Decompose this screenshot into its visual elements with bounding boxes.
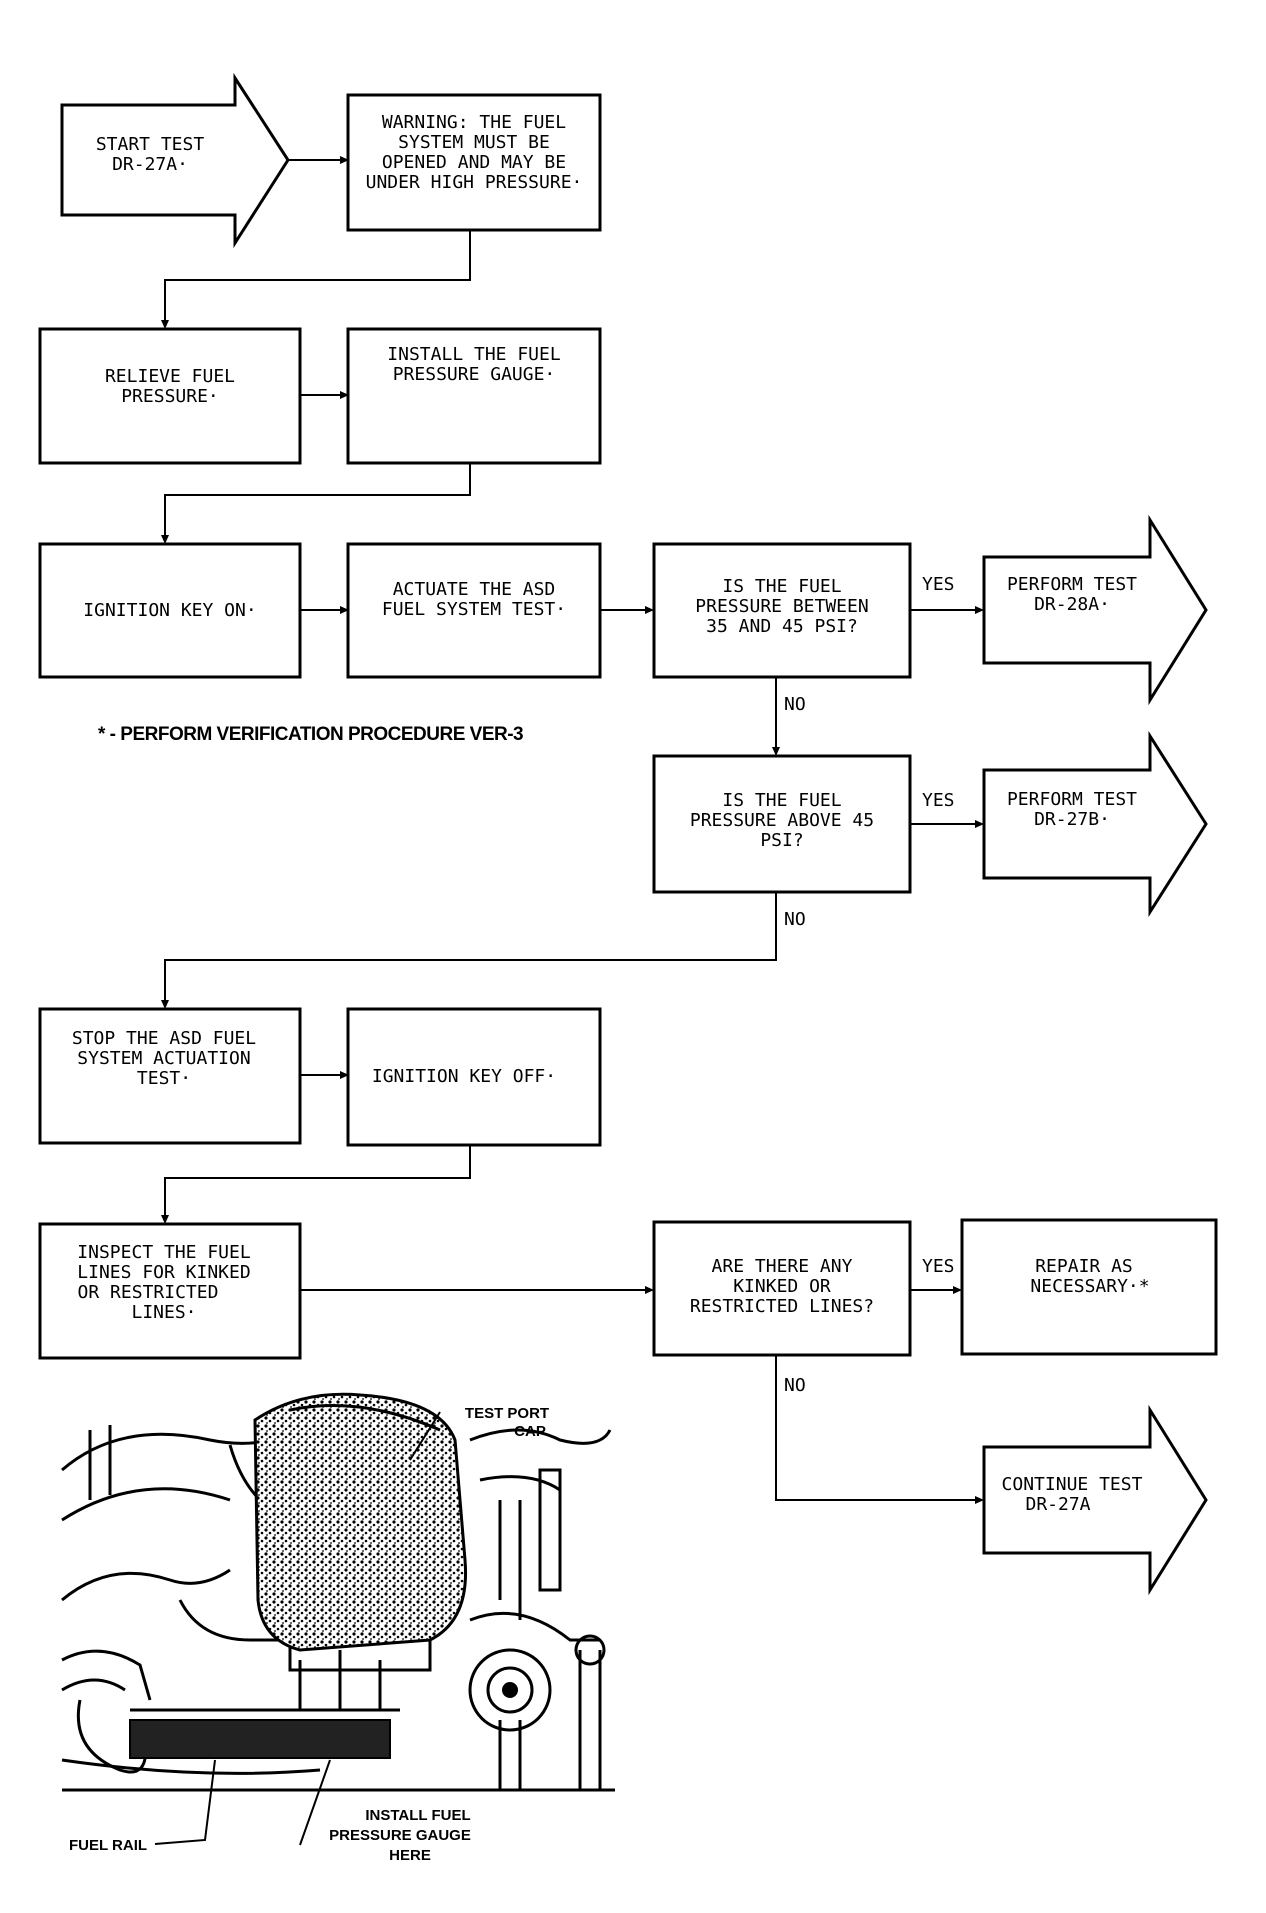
pressure-above-question: IS THE FUEL PRESSURE ABOVE 45 PSI?: [652, 754, 912, 894]
inspect-text: OR RESTRICTED: [78, 1282, 219, 1303]
yes-label: YES: [922, 574, 955, 595]
continue-text: DR-27A: [1025, 1494, 1090, 1515]
stop-asd-node: STOP THE ASD FUEL SYSTEM ACTUATION TEST·: [38, 1007, 302, 1145]
inspect-text: LINES FOR KINKED: [77, 1262, 250, 1283]
warning-text: UNDER HIGH PRESSURE·: [366, 172, 583, 193]
test-port-cap-label: TEST PORT: [465, 1405, 549, 1422]
actuate-text: ACTUATE THE ASD: [393, 579, 556, 600]
continue-text: CONTINUE TEST: [1002, 1474, 1143, 1495]
start-text: START TEST: [96, 134, 205, 155]
warning-text: SYSTEM MUST BE: [398, 132, 550, 153]
continue-test-node: CONTINUE TEST DR-27A: [982, 1404, 1208, 1596]
question-text: KINKED OR: [733, 1276, 831, 1297]
warning-node: WARNING: THE FUEL SYSTEM MUST BE OPENED …: [346, 93, 602, 232]
footnote: * - PERFORM VERIFICATION PROCEDURE VER-3: [98, 724, 523, 745]
yes-label: YES: [922, 1256, 955, 1277]
question-text: PRESSURE BETWEEN: [695, 596, 868, 617]
stop-asd-text: SYSTEM ACTUATION: [77, 1048, 250, 1069]
stop-asd-text: TEST·: [137, 1068, 191, 1089]
question-text: IS THE FUEL: [722, 790, 841, 811]
ignition-off-text: IGNITION KEY OFF·: [372, 1066, 556, 1087]
branch-labels: YES YES YES NO NO NO: [784, 574, 955, 1396]
start-node: START TEST DR-27A·: [60, 72, 290, 249]
stop-asd-text: STOP THE ASD FUEL: [72, 1028, 256, 1049]
relieve-text: PRESSURE·: [121, 386, 219, 407]
install-gauge-here-label: INSTALL FUEL: [365, 1807, 470, 1824]
warning-text: WARNING: THE FUEL: [382, 112, 566, 133]
repair-text: REPAIR AS: [1035, 1256, 1133, 1277]
question-text: 35 AND 45 PSI?: [706, 616, 858, 637]
pressure-between-question: IS THE FUEL PRESSURE BETWEEN 35 AND 45 P…: [652, 542, 912, 679]
kinked-lines-question: ARE THERE ANY KINKED OR RESTRICTED LINES…: [652, 1220, 912, 1357]
question-text: ARE THERE ANY: [712, 1256, 853, 1277]
relieve-text: RELIEVE FUEL: [105, 366, 235, 387]
perform-test-text: DR-28A·: [1034, 594, 1110, 615]
perform-test-text: DR-27B·: [1034, 809, 1110, 830]
no-label: NO: [784, 909, 806, 930]
question-text: PSI?: [760, 830, 803, 851]
test-port-cap-cover: [253, 1392, 468, 1652]
install-gauge-here-label: HERE: [389, 1847, 431, 1864]
fuel-rail-illustration: TEST PORT CAP INSTALL FUEL PRESSURE GAUG…: [61, 1392, 615, 1864]
warning-text: OPENED AND MAY BE: [382, 152, 566, 173]
perform-test-text: PERFORM TEST: [1007, 789, 1137, 810]
test-port-cap-label: CAP: [514, 1423, 546, 1440]
ignition-off-node: IGNITION KEY OFF·: [346, 1007, 602, 1147]
question-text: PRESSURE ABOVE 45: [690, 810, 874, 831]
actuate-node: ACTUATE THE ASD FUEL SYSTEM TEST·: [346, 542, 602, 679]
question-text: IS THE FUEL: [722, 576, 841, 597]
install-gauge-node: INSTALL THE FUEL PRESSURE GAUGE·: [346, 327, 602, 465]
ignition-on-node: IGNITION KEY ON·: [38, 542, 302, 679]
inspect-text: INSPECT THE FUEL: [77, 1242, 251, 1263]
no-label: NO: [784, 1375, 806, 1396]
perform-test-27b-node: PERFORM TEST DR-27B·: [982, 730, 1208, 918]
perform-test-28a-node: PERFORM TEST DR-28A·: [982, 514, 1208, 706]
no-label: NO: [784, 694, 806, 715]
relieve-node: RELIEVE FUEL PRESSURE·: [38, 327, 302, 465]
install-gauge-text: PRESSURE GAUGE·: [393, 364, 556, 385]
start-text: DR-27A·: [112, 154, 188, 175]
install-gauge-here-label: PRESSURE GAUGE: [329, 1827, 471, 1844]
inspect-lines-node: INSPECT THE FUEL LINES FOR KINKED OR RES…: [38, 1222, 302, 1360]
repair-node: REPAIR AS NECESSARY·*: [960, 1218, 1218, 1356]
inspect-text: LINES·: [131, 1302, 196, 1323]
actuate-text: FUEL SYSTEM TEST·: [382, 599, 566, 620]
install-gauge-text: INSTALL THE FUEL: [387, 344, 561, 365]
yes-label: YES: [922, 790, 955, 811]
fuel-rail-label: FUEL RAIL: [69, 1837, 147, 1854]
repair-text: NECESSARY·*: [1030, 1276, 1149, 1297]
ignition-on-text: IGNITION KEY ON·: [83, 600, 256, 621]
connector-lines: [161, 156, 984, 1504]
perform-test-text: PERFORM TEST: [1007, 574, 1137, 595]
question-text: RESTRICTED LINES?: [690, 1296, 874, 1317]
